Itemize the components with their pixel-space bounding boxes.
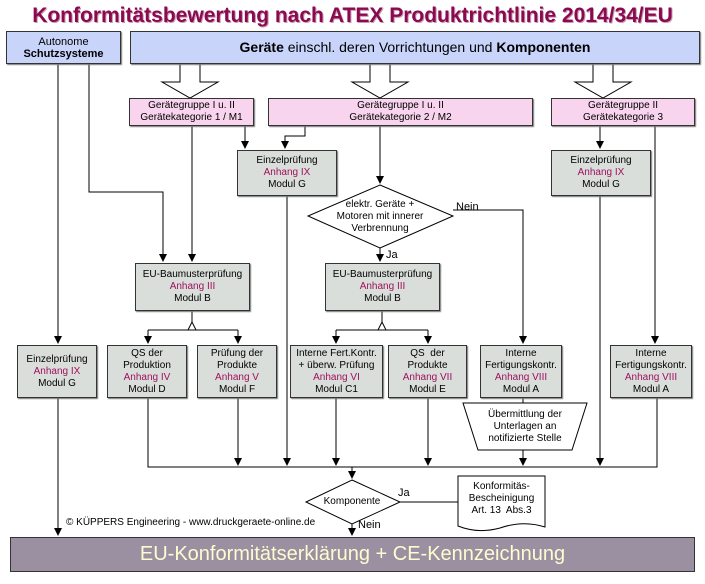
label: Autonome	[38, 35, 89, 48]
label: Verbrennung	[351, 223, 409, 234]
label: elektr. Geräte +	[345, 199, 415, 210]
no-label: Nein	[456, 201, 479, 213]
ce-marking-footer: EU-Konformitätserklärung + CE-Kennzeichn…	[10, 537, 695, 572]
component-label: Komponente	[323, 496, 381, 507]
annex-label: Anhang IX	[33, 365, 81, 377]
label: EU-Baumusterprüfung	[142, 269, 243, 280]
annex-label: Anhang V	[215, 371, 259, 383]
annex-label: Anhang III	[359, 281, 406, 292]
no-label: Nein	[358, 519, 381, 531]
label: Produkte	[216, 359, 258, 371]
label: Gerätekategorie 2 / M2	[349, 112, 452, 123]
annex-label: Anhang IV	[123, 371, 171, 383]
label: notifizierte Stelle	[488, 433, 562, 444]
label: Gerätegruppe II	[587, 100, 659, 111]
label: Einzelprüfung	[26, 353, 88, 365]
annex-label: Anhang III	[169, 281, 216, 292]
yes-label: Ja	[386, 249, 398, 261]
label: Interne	[635, 347, 667, 359]
autonomous-protective-systems-box: Autonome Schutzsysteme	[6, 31, 121, 64]
split-triangle	[377, 320, 387, 331]
page-title: Konformitätsbewertung nach ATEX Produktr…	[32, 4, 673, 27]
module-label: Modul A	[632, 383, 670, 395]
module-label: Modul G	[38, 377, 76, 389]
label: Einzelprüfung	[256, 155, 318, 166]
label: Fertigungskontr.	[615, 359, 687, 371]
label: einschl. deren Vorrichtungen und	[283, 39, 497, 55]
label: Art. 13 Abs.3	[471, 505, 532, 516]
label: Interne	[505, 347, 537, 359]
annex-label: Anhang VI	[313, 371, 360, 383]
label: Unterlagen an	[493, 421, 557, 432]
label: EU-Baumusterprüfung	[332, 269, 433, 280]
label: QS der	[410, 347, 445, 359]
label: Gerätekategorie 1 / M1	[140, 112, 243, 123]
label: Schutzsysteme	[23, 47, 104, 60]
copyright-text: © KÜPPERS Engineering - www.druckgeraete…	[66, 517, 316, 528]
label: Produktion	[123, 359, 171, 371]
annex-label: Anhang VIII	[624, 371, 678, 383]
module-label: Modul F	[218, 383, 256, 395]
label: Motoren mit innerer	[336, 211, 424, 222]
module-label: Modul E	[409, 383, 446, 395]
module-label: Modul D	[128, 383, 166, 395]
label: Einzelprüfung	[570, 155, 632, 166]
component-diamond	[304, 479, 402, 525]
module-label: Modul B	[364, 293, 401, 304]
yes-label: Ja	[398, 487, 410, 499]
label: Übermittlung der	[488, 409, 562, 420]
label: Gerätegruppe I u. II	[357, 100, 444, 111]
annex-label: Anhang VIII	[494, 371, 548, 383]
module-label: Modul A	[502, 383, 540, 395]
label: Geräte	[239, 39, 284, 55]
label: + überw. Prüfung	[298, 359, 375, 371]
annex-label: Anhang VII	[402, 371, 453, 383]
certificate-document	[457, 475, 546, 532]
label: Gerätekategorie 3	[582, 112, 664, 123]
module-label: Modul G	[582, 179, 620, 190]
label: Gerätegruppe I u. II	[148, 100, 235, 111]
decision-diamond	[306, 184, 455, 249]
module-label: Modul C1	[315, 383, 358, 395]
label: Komponenten	[496, 39, 591, 55]
transfer-trapezoid	[462, 402, 588, 451]
annex-label: Anhang IX	[263, 167, 311, 178]
module-label: Modul B	[174, 293, 211, 304]
label: Konformitäs-	[473, 481, 530, 492]
label: Interne Fert.Kontr.	[296, 347, 377, 359]
label: Bescheinigung	[468, 493, 535, 504]
block-arrows	[160, 64, 633, 99]
annex-label: Anhang IX	[577, 167, 625, 178]
split-triangle	[187, 320, 197, 331]
label: Fertigungskontr.	[485, 359, 557, 371]
equipment-box: Geräte einschl. deren Vorrichtungen und …	[130, 31, 700, 64]
label: QS der	[131, 347, 163, 359]
module-label: Modul G	[268, 179, 306, 190]
label: Prüfung der	[210, 347, 264, 359]
label: Produkte	[407, 359, 448, 371]
